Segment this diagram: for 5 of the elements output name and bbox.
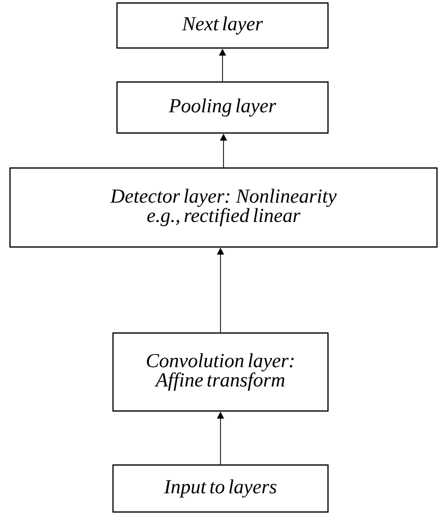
layer-box: Next layer bbox=[116, 2, 329, 49]
layer-box: Pooling layer bbox=[116, 81, 329, 134]
layer-box: Detector layer: Nonlinearity e.g., rectified linear bbox=[9, 167, 438, 248]
layer-box: Convolution layer: Affine transform bbox=[112, 332, 329, 412]
layer-box: Input to layers bbox=[112, 464, 329, 513]
